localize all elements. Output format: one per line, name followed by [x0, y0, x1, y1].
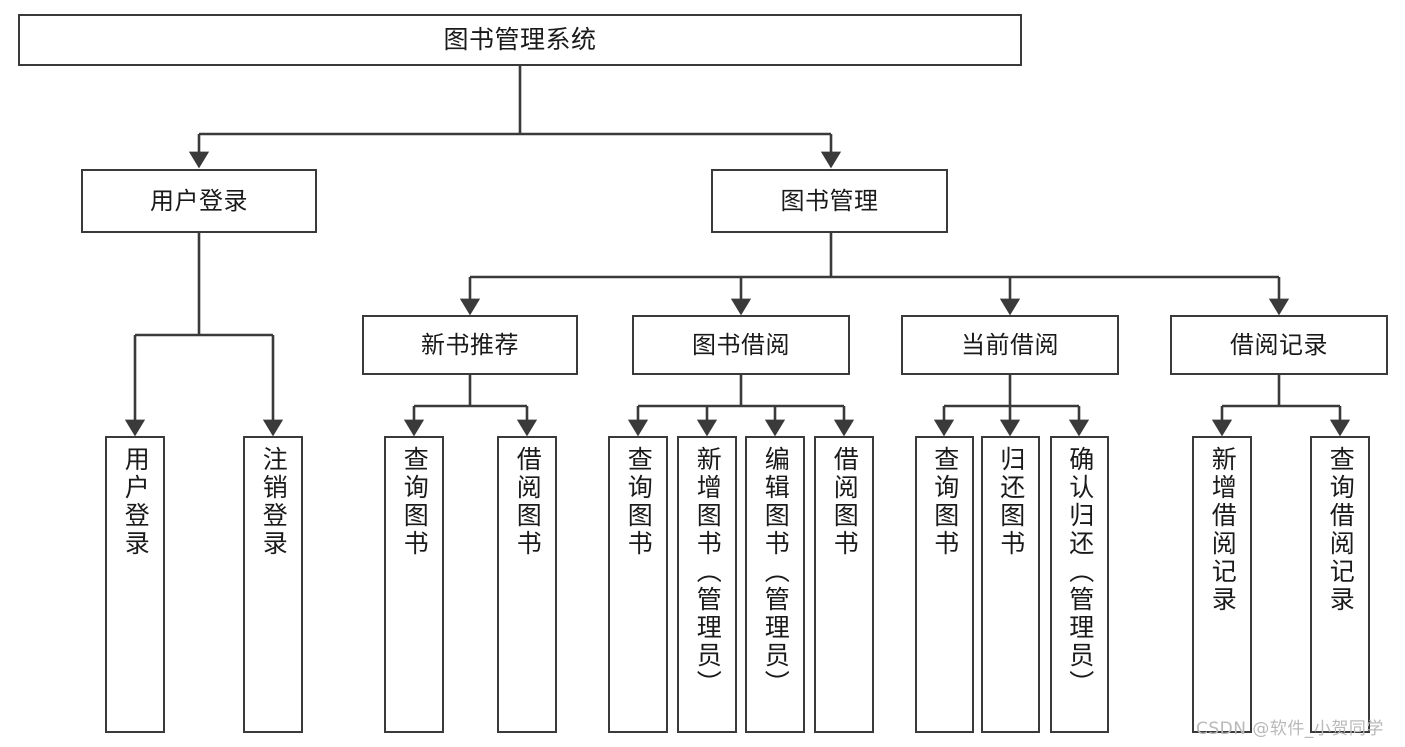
node-borrow-record[interactable]: 借阅记录: [1170, 315, 1388, 375]
node-current-borrow[interactable]: 当前借阅: [901, 315, 1119, 375]
node-leaf-borrow-book-recommend[interactable]: 借阅图书: [497, 436, 557, 733]
node-book-borrow-label: 图书借阅: [692, 330, 790, 359]
node-leaf-query-book-current[interactable]: 查询图书: [915, 436, 974, 733]
node-leaf-confirm-return-admin[interactable]: 确认归还（管理员）: [1050, 436, 1109, 733]
node-leaf-borrow-book[interactable]: 借阅图书: [814, 436, 874, 733]
csdn-watermark: CSDN @软件_小贺同学: [1196, 719, 1384, 739]
node-new-book-recommend[interactable]: 新书推荐: [362, 315, 578, 375]
node-leaf-borrow-book-label: 借阅图书: [830, 446, 860, 558]
node-leaf-query-book-recommend[interactable]: 查询图书: [384, 436, 444, 733]
node-leaf-query-book-borrow-label: 查询图书: [624, 446, 654, 558]
node-leaf-query-borrow-record[interactable]: 查询借阅记录: [1310, 436, 1370, 733]
node-leaf-query-borrow-record-label: 查询借阅记录: [1326, 446, 1356, 614]
node-leaf-add-book-admin[interactable]: 新增图书（管理员）: [677, 436, 737, 733]
node-borrow-record-label: 借阅记录: [1230, 330, 1328, 359]
node-leaf-logout[interactable]: 注销登录: [243, 436, 303, 733]
node-leaf-logout-label: 注销登录: [259, 446, 289, 558]
node-leaf-add-borrow-record-label: 新增借阅记录: [1208, 446, 1238, 614]
node-leaf-return-book[interactable]: 归还图书: [981, 436, 1040, 733]
node-leaf-return-book-label: 归还图书: [996, 446, 1026, 558]
node-leaf-confirm-return-admin-label: 确认归还（管理员）: [1065, 446, 1095, 698]
node-book-management-label: 图书管理: [780, 186, 879, 215]
node-leaf-user-login-label: 用户登录: [121, 446, 151, 558]
node-root-book-management-system[interactable]: 图书管理系统: [18, 14, 1022, 66]
node-leaf-user-login[interactable]: 用户登录: [105, 436, 165, 733]
node-user-login-label: 用户登录: [150, 186, 248, 215]
node-leaf-query-book-recommend-label: 查询图书: [400, 446, 430, 558]
node-leaf-query-book-current-label: 查询图书: [930, 446, 960, 558]
node-leaf-add-borrow-record[interactable]: 新增借阅记录: [1192, 436, 1252, 733]
node-current-borrow-label: 当前借阅: [961, 330, 1059, 359]
node-user-login[interactable]: 用户登录: [81, 169, 317, 233]
node-leaf-edit-book-admin[interactable]: 编辑图书（管理员）: [745, 436, 805, 733]
node-root-label: 图书管理系统: [443, 25, 597, 55]
node-book-borrow[interactable]: 图书借阅: [632, 315, 850, 375]
node-leaf-add-book-admin-label: 新增图书（管理员）: [693, 446, 723, 698]
node-book-management[interactable]: 图书管理: [711, 169, 948, 233]
node-new-book-recommend-label: 新书推荐: [421, 330, 519, 359]
node-leaf-edit-book-admin-label: 编辑图书（管理员）: [761, 446, 791, 698]
node-leaf-borrow-book-recommend-label: 借阅图书: [513, 446, 543, 558]
node-leaf-query-book-borrow[interactable]: 查询图书: [608, 436, 668, 733]
